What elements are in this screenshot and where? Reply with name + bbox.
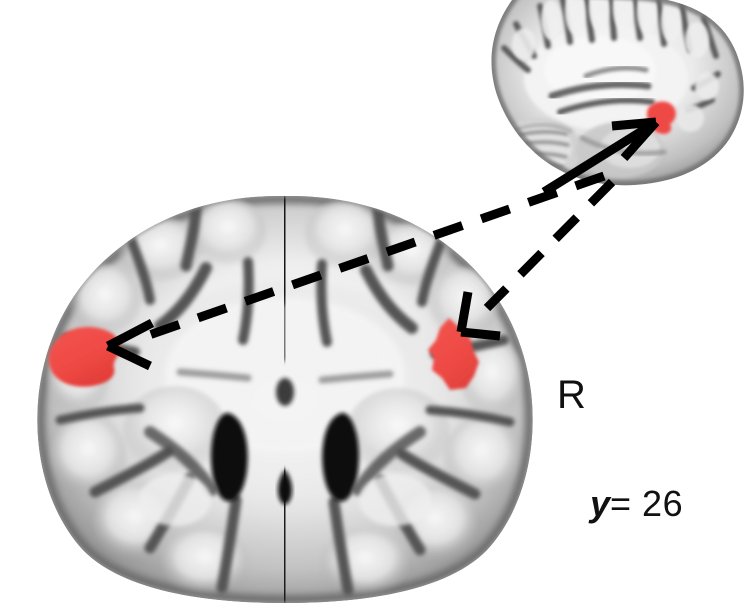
hemisphere-label: R [557, 373, 586, 417]
connector-to-sagittal-cluster [541, 117, 660, 196]
lateral-ventricles [211, 412, 359, 502]
slice-coordinate-label: y= 26 [590, 486, 683, 522]
sagittal-slice [491, 0, 744, 186]
coordinate-value: = 26 [610, 483, 684, 524]
connector-to-right-cluster [456, 178, 616, 341]
left-activation-cluster [48, 327, 121, 387]
connector-to-left-cluster [105, 171, 606, 371]
third-ventricle [277, 470, 293, 505]
connector-arrows-layer [105, 117, 660, 371]
coronal-slice [37, 195, 533, 603]
activation-clusters [48, 101, 676, 390]
coordinate-axis-letter: y [590, 483, 611, 524]
